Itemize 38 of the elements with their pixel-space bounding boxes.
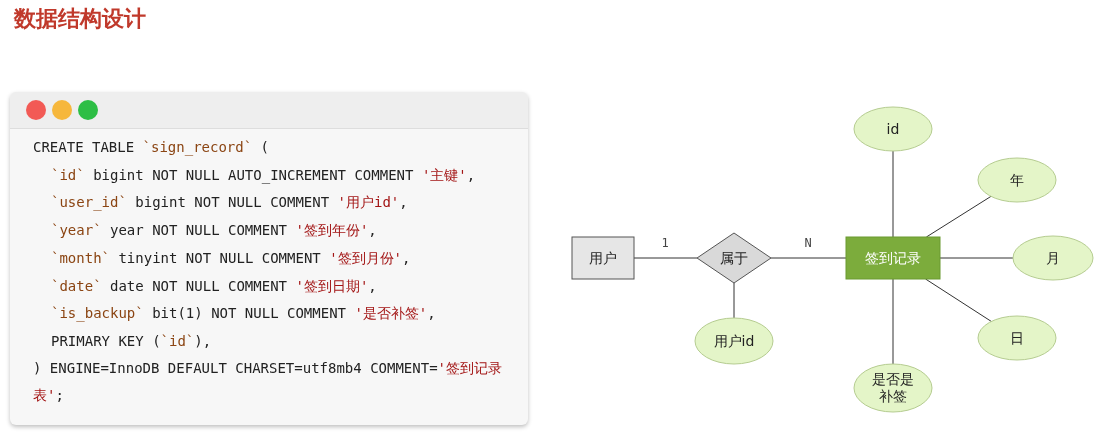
node-label: 日: [1009, 328, 1025, 348]
entity-box: [572, 237, 634, 279]
node-label: 是否是补签: [871, 370, 915, 406]
attribute-ellipse: [1013, 236, 1093, 280]
edge-label: N: [802, 236, 814, 250]
code-line: `is_backup` bit(1) NOT NULL COMMENT '是否补签',: [51, 304, 436, 324]
code-line: PRIMARY KEY (`id`),: [51, 331, 212, 351]
node-label: 用户: [588, 248, 618, 268]
attribute-ellipse: [978, 316, 1056, 360]
connector-line: [925, 278, 992, 322]
code-line: `id` bigint NOT NULL AUTO_INCREMENT COMMENT '主键',: [51, 165, 476, 185]
connector-line: [892, 150, 894, 238]
code-line: `month` tinyint NOT NULL COMMENT '签到月份',: [51, 248, 411, 268]
connector-line: [733, 282, 735, 319]
code-line: `year` year NOT NULL COMMENT '签到年份',: [51, 221, 377, 241]
title: 数据结构设计: [14, 5, 146, 33]
code-line: `user_id` bigint NOT NULL COMMENT '用户id',: [51, 193, 408, 213]
edge-label: 1: [659, 236, 671, 250]
attribute-ellipse: [978, 158, 1056, 202]
connector-line: [892, 278, 894, 365]
node-label: id: [885, 119, 901, 139]
entity-box: [846, 237, 940, 279]
code-line: `date` date NOT NULL COMMENT '签到日期',: [51, 276, 377, 296]
code-line: CREATE TABLE `sign_record` (: [33, 138, 269, 157]
node-label: 年: [1009, 170, 1025, 190]
attribute-ellipse: [854, 364, 932, 412]
node-label: 属于: [719, 248, 749, 268]
connector-line: [925, 195, 992, 238]
node-label: 月: [1045, 248, 1061, 268]
connector-line: [633, 257, 698, 259]
node-label: 签到记录: [864, 248, 922, 268]
node-label: 用户id: [712, 331, 756, 351]
attribute-ellipse: [695, 318, 773, 364]
connector-line: [939, 257, 1014, 259]
attribute-ellipse: [854, 107, 932, 151]
code-line: ) ENGINE=InnoDB DEFAULT CHARSET=utf8mb4 COMMENT='签到记录表';: [33, 358, 503, 406]
connector-line: [770, 257, 847, 259]
relationship-diamond: [697, 233, 771, 283]
